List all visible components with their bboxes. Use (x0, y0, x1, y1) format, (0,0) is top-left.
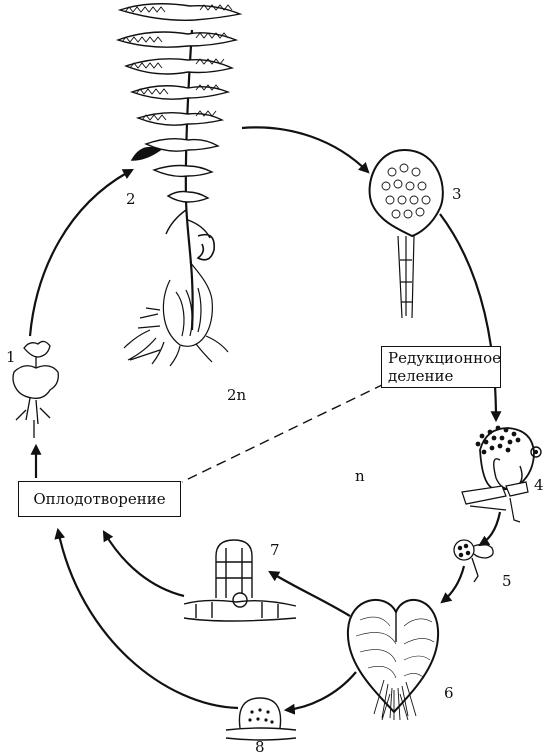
pinna-teeth (121, 4, 233, 121)
spore-cells (381, 163, 431, 219)
arrow-1-to-2 (28, 168, 134, 337)
stage-label-5: 5 (502, 572, 512, 590)
gametangia-drawing (461, 425, 542, 523)
prothallus-drawing (346, 598, 440, 721)
young-sporophyte-drawing (12, 340, 59, 438)
arrow-6-to-8 (283, 671, 357, 715)
cycle-arrows (28, 126, 502, 715)
stage-label-2: 2 (126, 190, 136, 208)
frond-pinnae (115, 3, 243, 203)
arrow-6-to-7 (268, 570, 351, 617)
arrow-2-to-3 (241, 126, 370, 174)
arrow-4-to-5 (478, 511, 502, 547)
stage-label-3: 3 (452, 185, 462, 203)
sporangium-drawing (368, 148, 444, 319)
arrow-8-to-fert (54, 527, 239, 710)
arrow-3-to-4 (439, 213, 502, 423)
stage-label-7: 7 (270, 541, 280, 559)
archegonium-drawing (183, 539, 297, 622)
fertilization-label: Оплодотворение (33, 490, 166, 508)
dotted-spore-mass (475, 425, 521, 455)
stage-label-4: 4 (534, 476, 543, 494)
reduction-division-line-2: деление (388, 367, 454, 385)
haploid-label: n (355, 467, 365, 485)
diploid-label: 2n (227, 386, 247, 404)
antheridium-drawing (225, 697, 297, 741)
fern-sporophyte-drawing (115, 3, 243, 367)
rhizoids (373, 679, 417, 721)
stage-label-1: 1 (6, 348, 16, 366)
reduction-division-box: Редукционное деление (381, 346, 501, 388)
stage-label-8: 8 (255, 738, 265, 755)
arrow-7-to-fert (102, 530, 185, 598)
fertilization-box: Оплодотворение (18, 481, 181, 517)
ploidy-divider-line (181, 383, 385, 483)
arrow-5-to-6 (440, 565, 466, 604)
prothallus-cell-texture (355, 616, 435, 679)
stage-label-6: 6 (444, 684, 454, 702)
rhizome-and-roots (123, 261, 229, 367)
germinating-spore-drawing (453, 539, 494, 583)
reduction-division-line-1: Редукционное (388, 349, 501, 367)
